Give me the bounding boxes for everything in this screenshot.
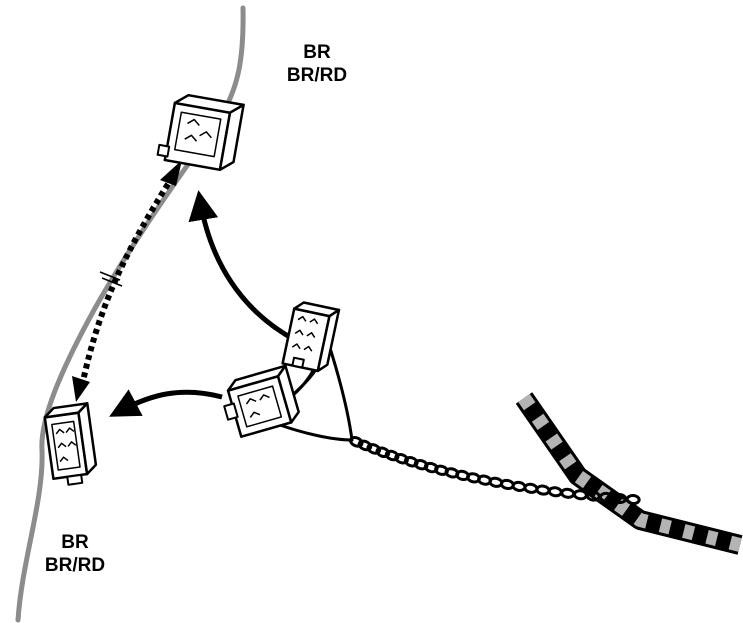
twist-loop xyxy=(349,435,364,448)
twist-loop xyxy=(560,487,576,499)
twisted-pair-icon xyxy=(349,435,641,506)
wire-color-secondary: BR/RD xyxy=(44,555,106,576)
twist-loop xyxy=(511,480,527,492)
connector-icon xyxy=(223,364,300,438)
wire-color-primary: BR xyxy=(61,532,89,553)
wire-color-secondary: BR/RD xyxy=(286,65,348,86)
arrow-icon xyxy=(188,190,297,343)
connector-icon xyxy=(156,93,245,172)
twist-loop xyxy=(366,443,382,455)
twist-loop xyxy=(375,446,391,459)
twist-loop xyxy=(572,489,588,501)
connector-icon xyxy=(281,301,341,373)
connector-icon xyxy=(43,402,98,486)
twist-loop xyxy=(612,492,628,505)
twist-loop xyxy=(625,494,641,506)
twist-loop xyxy=(403,456,419,468)
dotted-arrow-icon xyxy=(72,160,182,402)
twist-loop xyxy=(384,449,400,462)
twist-loop xyxy=(547,486,563,498)
twist-loop xyxy=(413,459,429,471)
arrow-icon xyxy=(109,389,223,417)
twist-loop xyxy=(523,482,539,494)
twist-loop xyxy=(394,452,409,465)
spiral-sleeve-icon xyxy=(515,392,743,555)
wire-color-label-top: BR BR/RD xyxy=(282,41,352,87)
wire-color-label-bottom: BR BR/RD xyxy=(40,531,110,577)
twist-loop xyxy=(357,439,373,452)
wire-color-primary: BR xyxy=(303,42,331,63)
twist-loop xyxy=(535,484,551,496)
